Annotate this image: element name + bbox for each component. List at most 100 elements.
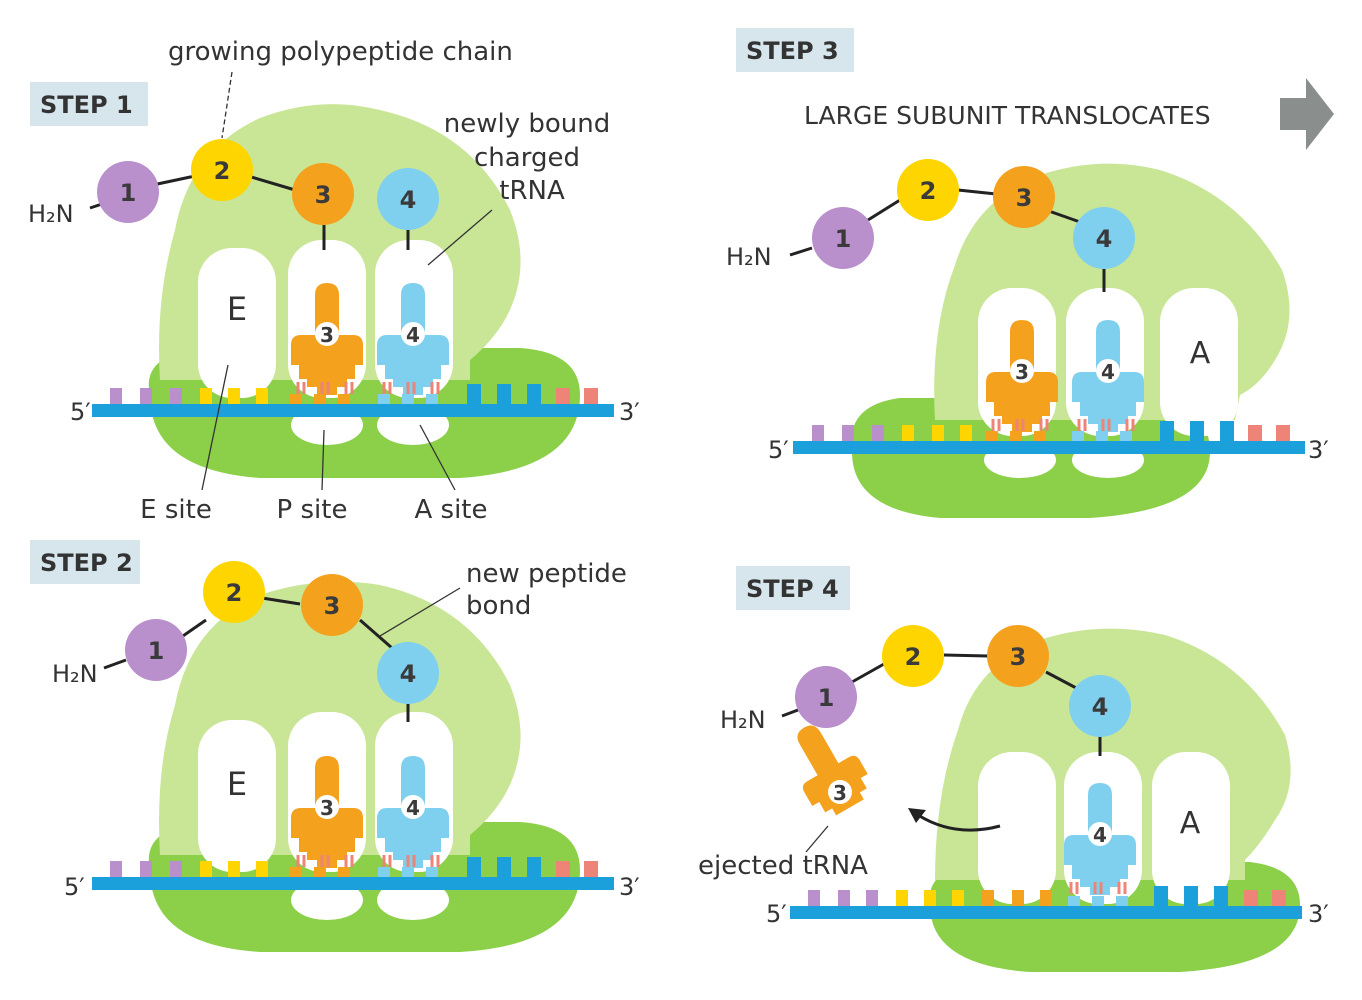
- a-site-pocket: [1160, 288, 1238, 436]
- amino-acid-number: 4: [400, 660, 417, 688]
- base-pairs: [991, 419, 1135, 431]
- amino-acid-number: 4: [1096, 225, 1113, 253]
- trna-number-badge: [315, 322, 339, 346]
- mrna-codons: [110, 384, 598, 404]
- mrna-strand: [793, 441, 1305, 454]
- amino-acid-number: 2: [226, 579, 243, 607]
- five-prime-label: 5′: [70, 398, 91, 426]
- amino-acid-1: [795, 666, 857, 728]
- base-pairs: [296, 382, 440, 394]
- amino-acid-3: [301, 574, 363, 636]
- amino-acid-2: [191, 139, 253, 201]
- step-3-title: STEP 3: [746, 37, 839, 65]
- leader-line: [805, 825, 829, 853]
- trna-number-badge: [1010, 359, 1034, 383]
- ejection-arrowhead: [908, 808, 926, 823]
- step-2-badge: [30, 540, 140, 584]
- ejection-arrow-icon: [917, 813, 1001, 832]
- base-pairs: [296, 855, 440, 867]
- trna-number-badge: [315, 795, 339, 819]
- translocation-arrow-icon: [1280, 78, 1334, 150]
- e-site-label: E site: [140, 495, 212, 525]
- trna-number: 3: [833, 781, 847, 805]
- amino-acid-number: 2: [905, 643, 922, 671]
- mrna-strand: [92, 404, 614, 417]
- trna-number: 4: [406, 796, 420, 820]
- a-site-letter: A: [1180, 806, 1201, 841]
- panel-step-2: E 3 4 5′ 3′: [30, 540, 640, 952]
- five-prime-label: 5′: [64, 873, 85, 901]
- a-site-pocket: [1152, 752, 1230, 904]
- trna-number-badge: [401, 795, 425, 819]
- newly-bound-label-2: charged: [474, 143, 580, 173]
- amino-acid-4: [1073, 207, 1135, 269]
- panel-step-4: A 4 3 5′ 3′: [698, 566, 1329, 972]
- trna-number: 4: [1093, 823, 1107, 847]
- polypeptide-bonds: [789, 188, 1106, 292]
- leader-line: [201, 364, 229, 491]
- amino-acid-2: [897, 159, 959, 221]
- amino-acid-number: 1: [148, 637, 165, 665]
- e-site-letter: E: [227, 765, 247, 803]
- trna-number: 4: [406, 323, 420, 347]
- mrna-codons: [808, 886, 1286, 906]
- amino-acid-4: [377, 642, 439, 704]
- e-site-pocket: [198, 248, 276, 398]
- amino-acid-3: [292, 163, 354, 225]
- trna-number-badge: [1096, 359, 1120, 383]
- amino-acid-number: 4: [400, 186, 417, 214]
- amino-acid-1: [812, 207, 874, 269]
- base-pairs: [1069, 882, 1127, 894]
- amino-acid-3: [987, 625, 1049, 687]
- amino-acid-1: [125, 619, 187, 681]
- amino-acid-number: 1: [818, 684, 835, 712]
- e-site-letter: E: [227, 290, 247, 328]
- leader-line: [221, 71, 233, 139]
- leader-line: [427, 209, 493, 266]
- amino-acid-3: [993, 166, 1055, 228]
- amino-acid-number: 3: [1016, 184, 1033, 212]
- three-prime-label: 3′: [619, 398, 640, 426]
- amino-acid-number: 1: [835, 225, 852, 253]
- polypeptide-bonds: [781, 653, 1102, 756]
- step-1-badge: [30, 82, 148, 126]
- step-3-badge: [736, 28, 854, 72]
- a-site-label: A site: [414, 495, 487, 525]
- amino-acid-2: [882, 625, 944, 687]
- three-prime-label: 3′: [619, 873, 640, 901]
- trna-number: 4: [1101, 360, 1115, 384]
- newly-bound-label-3: tRNA: [499, 176, 565, 206]
- newly-bound-label-1: newly bound: [444, 109, 611, 139]
- ejected-trna: [776, 711, 878, 824]
- step-4-badge: [736, 566, 850, 610]
- panel-step-3: A 3 4 5′ 3′: [726, 28, 1334, 518]
- amino-acid-number: 1: [120, 179, 137, 207]
- amino-acid-number: 2: [920, 177, 937, 205]
- new-bond-label-2: bond: [466, 591, 531, 621]
- polypeptide-bonds: [103, 596, 410, 722]
- amino-acid-number: 3: [324, 592, 341, 620]
- h2n-label: H₂N: [52, 660, 98, 688]
- five-prime-label: 5′: [768, 436, 789, 464]
- amino-acid-2: [203, 561, 265, 623]
- p-site-label: P site: [277, 495, 348, 525]
- h2n-label: H₂N: [28, 200, 74, 228]
- translocates-label: LARGE SUBUNIT TRANSLOCATES: [804, 101, 1211, 130]
- panel-step-1: E 3 4 5′ 3′: [28, 37, 640, 525]
- amino-acid-number: 4: [1092, 693, 1109, 721]
- mrna-codons: [812, 421, 1290, 441]
- step-2-title: STEP 2: [40, 549, 133, 577]
- amino-acid-number: 3: [1010, 643, 1027, 671]
- a-site-letter: A: [1190, 336, 1211, 371]
- h2n-label: H₂N: [726, 243, 772, 271]
- mrna-codons: [110, 857, 598, 877]
- step-4-title: STEP 4: [746, 575, 839, 603]
- five-prime-label: 5′: [766, 900, 787, 928]
- e-site-pocket: [198, 720, 276, 872]
- step-1-title: STEP 1: [40, 91, 133, 119]
- leader-line: [321, 429, 325, 491]
- trna-number-badge: [401, 322, 425, 346]
- trna-number-badge: [1088, 822, 1112, 846]
- trna-number: 3: [1015, 360, 1029, 384]
